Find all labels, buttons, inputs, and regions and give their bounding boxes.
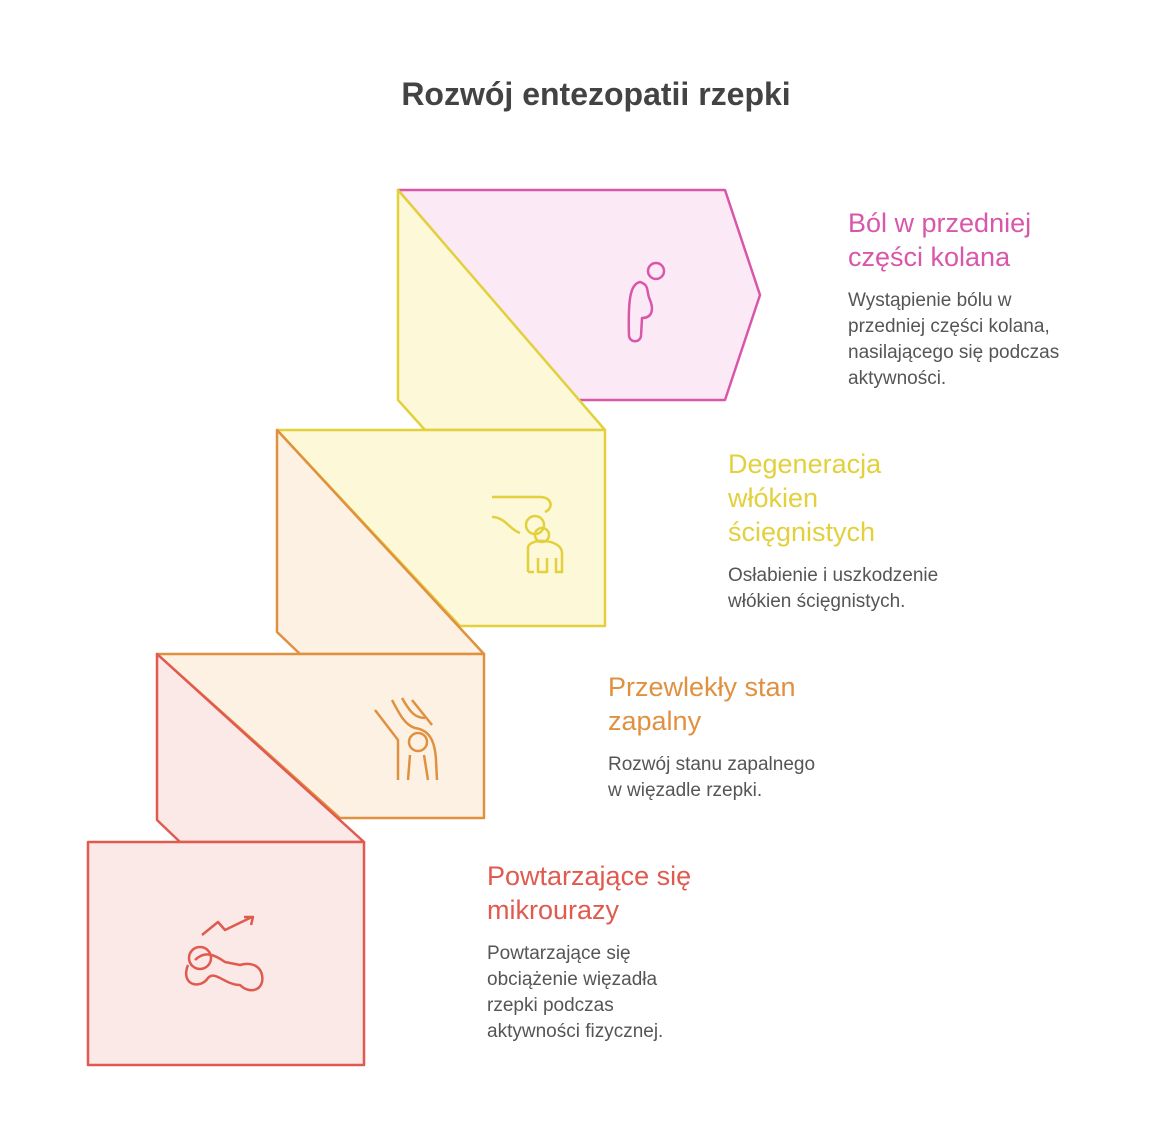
desc-line: rzepki podczas (487, 995, 614, 1016)
desc-line: aktywności fizycznej. (487, 1021, 664, 1042)
bent-person-icon (627, 261, 666, 343)
step-inflammation: Przewlekły stan zapalny Rozwój stanu zap… (608, 670, 815, 804)
desc-line: Rozwój stanu zapalnego (608, 754, 816, 775)
desc-line: Osłabienie i uszkodzenie (728, 565, 939, 586)
desc-line: włókien ścięgnistych. (728, 591, 906, 612)
step-title: Powtarzające się mikrourazy (487, 859, 691, 927)
step-title-line: Powtarzające się (487, 861, 692, 891)
step-title-line: włókien (728, 483, 819, 513)
diagram-title: Rozwój entezopatii rzepki (401, 76, 791, 112)
step-title: Ból w przedniej części kolana (848, 206, 1059, 274)
desc-line: przedniej części kolana, (848, 316, 1050, 337)
desc-line: nasilającego się podczas (848, 342, 1060, 363)
step-microtrauma: Powtarzające się mikrourazy Powtarzające… (487, 859, 691, 1045)
step-title-line: ścięgnistych (728, 517, 876, 547)
desc-line: Powtarzające się (487, 943, 631, 964)
step-title-line: części kolana (848, 242, 1011, 272)
step-title: Degeneracja włókien ścięgnistych (728, 447, 938, 549)
desc-line: w więzadle rzepki. (608, 780, 763, 801)
tendon-joint-icon (491, 495, 564, 574)
strain-trend-icon (184, 915, 264, 992)
step-degeneration: Degeneracja włókien ścięgnistych Osłabie… (728, 447, 938, 615)
step-title-line: zapalny (608, 706, 702, 736)
knee-joint-icon (374, 697, 439, 781)
step-description: Osłabienie i uszkodzenie włókien ścięgni… (728, 563, 938, 615)
step-description: Wystąpienie bólu w przedniej części kola… (848, 288, 1059, 392)
step-title-line: Ból w przedniej (848, 208, 1032, 238)
step-title: Przewlekły stan zapalny (608, 670, 815, 738)
step-description: Rozwój stanu zapalnego w więzadle rzepki… (608, 752, 815, 804)
step-title-line: Degeneracja (728, 449, 882, 479)
step-title-line: mikrourazy (487, 895, 620, 925)
desc-line: obciążenie więzadła (487, 969, 658, 990)
desc-line: aktywności. (848, 368, 947, 389)
step-description: Powtarzające się obciążenie więzadła rze… (487, 941, 691, 1045)
desc-line: Wystąpienie bólu w (848, 290, 1012, 311)
step-title-line: Przewlekły stan (608, 672, 796, 702)
step-panel-microtrauma (86, 840, 366, 1067)
step-pain: Ból w przedniej części kolana Wystąpieni… (848, 206, 1059, 392)
